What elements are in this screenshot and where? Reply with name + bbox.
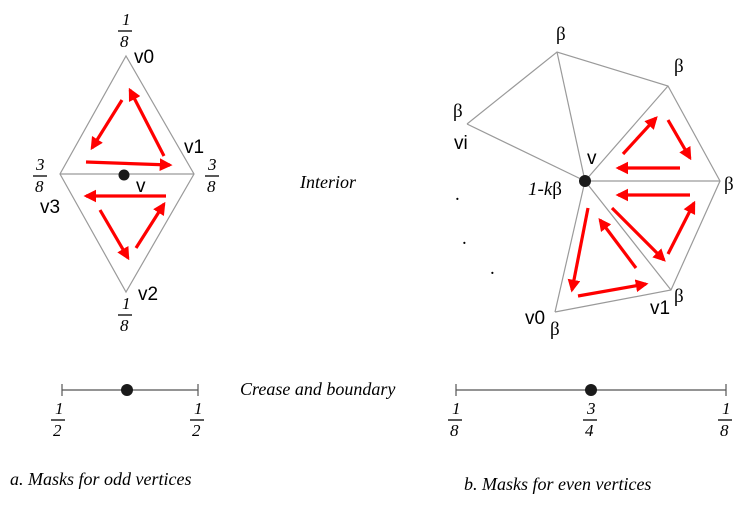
label-v: v [587, 148, 597, 169]
svg-text:1: 1 [722, 399, 731, 418]
caption-even: b. Masks for even vertices [464, 474, 651, 494]
odd-interior-mask: v v0 v1 v2 v3 1 8 3 8 3 8 1 8 [33, 10, 219, 335]
even-interior-mask: β β β β β β vi v v0 v1 1-kβ . . . [453, 24, 734, 340]
beta-label: β [724, 174, 734, 195]
svg-text:8: 8 [120, 316, 129, 335]
weight-right: 1 8 [718, 399, 732, 440]
fan-edge [466, 123, 586, 182]
svg-text:8: 8 [450, 421, 459, 440]
weight-bottom: 1 8 [118, 294, 132, 335]
vertex-dot [118, 169, 130, 181]
weight-top: 1 8 [118, 10, 132, 51]
weight-right: 3 8 [205, 155, 219, 196]
svg-text:2: 2 [53, 421, 62, 440]
vertex-dot [579, 175, 591, 187]
svg-text:8: 8 [120, 32, 129, 51]
fan-edge [584, 85, 669, 182]
beta-label: β [674, 56, 684, 77]
arrow [90, 99, 124, 151]
odd-crease-mask: 1 2 1 2 [51, 384, 204, 440]
ellipsis-dot: . [462, 228, 467, 249]
arrow [128, 87, 166, 157]
label-v3: v3 [40, 197, 60, 218]
ellipsis-dot: . [455, 184, 460, 205]
weight-left: 1 2 [51, 399, 65, 440]
arrow [85, 158, 173, 172]
arrow [666, 119, 692, 161]
crease-label: Crease and boundary [240, 379, 395, 399]
vertex-dot [585, 384, 597, 396]
arrow [598, 217, 638, 269]
ellipsis-dot: . [490, 258, 495, 279]
beta-label: β [556, 24, 566, 45]
svg-text:8: 8 [720, 421, 729, 440]
diamond-outline [59, 54, 195, 294]
svg-text:1: 1 [452, 399, 461, 418]
weight-left: 3 8 [33, 155, 47, 196]
caption-odd: a. Masks for odd vertices [10, 469, 191, 489]
weight-right: 1 2 [190, 399, 204, 440]
svg-text:1: 1 [194, 399, 203, 418]
beta-label: β [674, 286, 684, 307]
label-vi: vi [454, 133, 468, 154]
svg-text:1: 1 [122, 294, 131, 313]
arrow [577, 279, 649, 298]
weight-mid: 3 4 [583, 399, 597, 440]
fan-rim [466, 51, 721, 313]
svg-text:3: 3 [35, 155, 45, 174]
arrow [134, 201, 166, 249]
svg-text:2: 2 [192, 421, 201, 440]
fan-edge [556, 51, 586, 182]
beta-label: β [453, 101, 463, 122]
label-v: v [136, 176, 146, 197]
weight-left: 1 8 [448, 399, 462, 440]
svg-text:3: 3 [586, 399, 596, 418]
svg-text:1: 1 [55, 399, 64, 418]
label-v0: v0 [525, 308, 545, 329]
beta-label: β [550, 319, 560, 340]
arrow [610, 206, 666, 262]
label-v1: v1 [650, 298, 670, 319]
label-v1: v1 [184, 137, 204, 158]
interior-label: Interior [299, 172, 357, 192]
svg-text:4: 4 [585, 421, 594, 440]
arrow [98, 209, 130, 261]
arrow [567, 207, 590, 293]
fan-edge [584, 180, 672, 291]
even-crease-mask: 1 8 3 4 1 8 [448, 384, 732, 440]
svg-text:8: 8 [35, 177, 44, 196]
label-v0: v0 [134, 47, 154, 68]
svg-text:1: 1 [122, 10, 131, 29]
fan-edge [554, 180, 586, 313]
label-v2: v2 [138, 284, 158, 305]
svg-text:3: 3 [207, 155, 217, 174]
vertex-dot [121, 384, 133, 396]
arrow [621, 116, 658, 156]
svg-text:8: 8 [207, 177, 216, 196]
center-weight: 1-kβ [528, 179, 562, 200]
arrow [666, 200, 696, 255]
